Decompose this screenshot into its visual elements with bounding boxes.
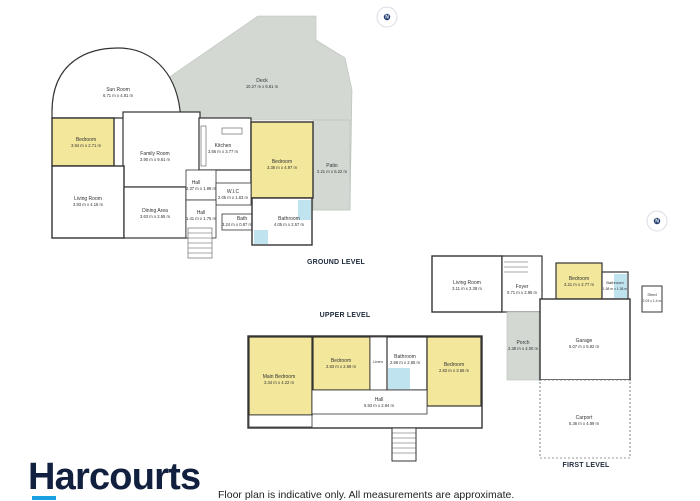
first-bathroom-name: Bathroom xyxy=(606,280,624,285)
shed xyxy=(641,285,663,313)
bedroom-right xyxy=(250,121,314,199)
kitchen-dims: 3.66 m x 3.77 m xyxy=(208,149,239,154)
kitchen-island xyxy=(221,127,243,135)
garage-name: Garage xyxy=(576,338,593,344)
bathroom-tile-bottom xyxy=(254,230,268,244)
carport xyxy=(539,379,631,459)
first-bedroom xyxy=(555,262,603,300)
ground-stairs xyxy=(187,227,213,259)
compass-first-label: N xyxy=(655,219,659,225)
hall-lower-name: Hall xyxy=(197,210,206,216)
upper-stairs xyxy=(392,432,416,454)
linen-name: Linen xyxy=(373,359,383,364)
bedroom-left-name: Bedroom xyxy=(76,137,96,143)
main-bedroom-name: Main Bedroom xyxy=(263,374,296,380)
wic-dims: 2.05 m x 1.63 m xyxy=(218,195,249,200)
main-bedroom-dims: 3.34 m x 4.22 m xyxy=(264,380,295,385)
bedroom-left-dims: 3.94 m x 2.71 m xyxy=(71,143,102,148)
compass-ground: N xyxy=(376,6,398,28)
wic xyxy=(215,182,252,206)
upper-bedroom-2-dims: 2.83 m x 3.66 m xyxy=(439,368,470,373)
disclaimer-text: Floor plan is indicative only. All measu… xyxy=(218,489,515,501)
bathroom-name: Bathroom xyxy=(278,216,300,222)
ground-level: Sun Room 6.71 m x 4.81 m Deck 10.27 m x … xyxy=(51,15,366,266)
first-foyer-name: Foyer xyxy=(516,284,529,290)
carport-name: Carport xyxy=(576,415,593,421)
upper-level-label: UPPER LEVEL xyxy=(320,312,371,319)
porch xyxy=(506,311,540,381)
upper-bedroom-1-name: Bedroom xyxy=(331,358,351,364)
upper-bath-tile xyxy=(388,368,410,389)
first-foyer-dims: 0.71 m x 2.95 m xyxy=(507,290,538,295)
first-living-room-dims: 3.11 m x 3.38 m xyxy=(452,286,482,291)
first-level-label: FIRST LEVEL xyxy=(563,462,610,469)
upper-level: Main Bedroom 3.34 m x 4.22 m Bedroom 2.8… xyxy=(247,312,483,462)
first-level: Living Room 3.11 m x 3.38 m Foyer 0.71 m… xyxy=(431,255,663,469)
bathroom-tile-top xyxy=(298,200,311,220)
living-room-dims: 3.93 m x 4.18 m xyxy=(73,202,104,207)
upper-bathroom-dims: 2.66 m x 2.65 m xyxy=(390,360,421,365)
first-foyer-stairs xyxy=(504,261,528,273)
family-room-name: Family Room xyxy=(140,151,169,157)
shed-name: Shed xyxy=(647,292,656,297)
hall-upper-dims: 2.37 m x 1.89 m xyxy=(186,186,217,191)
shed-dims: 2.03 x 1.4 m xyxy=(643,299,662,303)
living-room-name: Living Room xyxy=(74,196,102,202)
bath-name: Bath xyxy=(237,216,248,222)
kitchen-name: Kitchen xyxy=(215,143,232,149)
first-bathroom-dims: 1.58 m x 1.38 m xyxy=(603,287,627,291)
porch-name: Porch xyxy=(516,340,529,346)
deck-name: Deck xyxy=(256,78,268,84)
first-living-room-name: Living Room xyxy=(453,280,481,286)
upper-stair-box xyxy=(391,427,417,462)
living-room xyxy=(51,165,125,239)
upper-bedroom-1 xyxy=(312,336,371,391)
kitchen-counter xyxy=(200,125,207,167)
dining-area-dims: 3.63 m x 2.65 m xyxy=(140,214,171,219)
compass-first: N xyxy=(646,210,668,232)
wic-name: W.I.C xyxy=(227,189,240,195)
patio-area xyxy=(312,119,351,211)
porch-dims: 2.38 m x 4.00 m xyxy=(508,346,539,351)
dining-area-name: Dining Area xyxy=(142,208,168,214)
brand-logo: Harcourts xyxy=(28,456,201,498)
ground-level-label: GROUND LEVEL xyxy=(307,259,366,266)
bedroom-left xyxy=(51,117,115,167)
first-living-room xyxy=(431,255,503,313)
first-foyer xyxy=(501,255,543,313)
kitchen xyxy=(198,117,252,171)
hall-upper xyxy=(185,169,217,201)
garage-dims: 5.07 m x 5.92 m xyxy=(569,344,600,349)
upper-bedroom-1-dims: 2.83 m x 2.69 m xyxy=(326,364,357,369)
upper-bedroom-2 xyxy=(426,336,482,407)
upper-hall xyxy=(311,389,428,415)
first-bedroom-name: Bedroom xyxy=(569,276,589,282)
bath-dims: 3.24 m x 0.87 m xyxy=(222,222,253,227)
bedroom-right-name: Bedroom xyxy=(272,159,292,165)
first-bathroom-tile xyxy=(614,274,627,298)
carport-dims: 5.36 m x 4.89 m xyxy=(569,421,600,426)
upper-bathroom-name: Bathroom xyxy=(394,354,416,360)
upper-cupboard xyxy=(248,414,313,428)
compass-ground-label: N xyxy=(385,15,389,21)
sun-room xyxy=(51,47,181,119)
upper-hall-dims: 5.93 m x 2.94 m xyxy=(364,403,395,408)
dining-area xyxy=(123,186,187,239)
sun-room-dims: 6.71 m x 4.81 m xyxy=(103,93,134,98)
hall-upper-name: Hall xyxy=(192,180,201,186)
upper-hall-name: Hall xyxy=(375,397,384,403)
bedroom-right-dims: 3.36 m x 4.97 m xyxy=(267,165,298,170)
first-bedroom-dims: 3.21 m x 2.77 m xyxy=(564,282,595,287)
family-room-dims: 3.90 m x 9.61 m xyxy=(140,157,171,162)
sun-room-name: Sun Room xyxy=(106,87,130,93)
upper-bedroom-2-name: Bedroom xyxy=(444,362,464,368)
main-bedroom xyxy=(248,336,313,416)
patio-name: Patio xyxy=(326,163,338,169)
brand-accent-bar xyxy=(32,496,56,500)
bathroom-dims: 4.05 m x 2.57 m xyxy=(274,222,305,227)
deck-dims: 10.27 m x 6.81 m xyxy=(246,84,279,89)
patio-dims: 2.21 m x 5.22 m xyxy=(317,169,348,174)
hall-lower-dims: 1.41 m x 1.75 m xyxy=(186,216,217,221)
